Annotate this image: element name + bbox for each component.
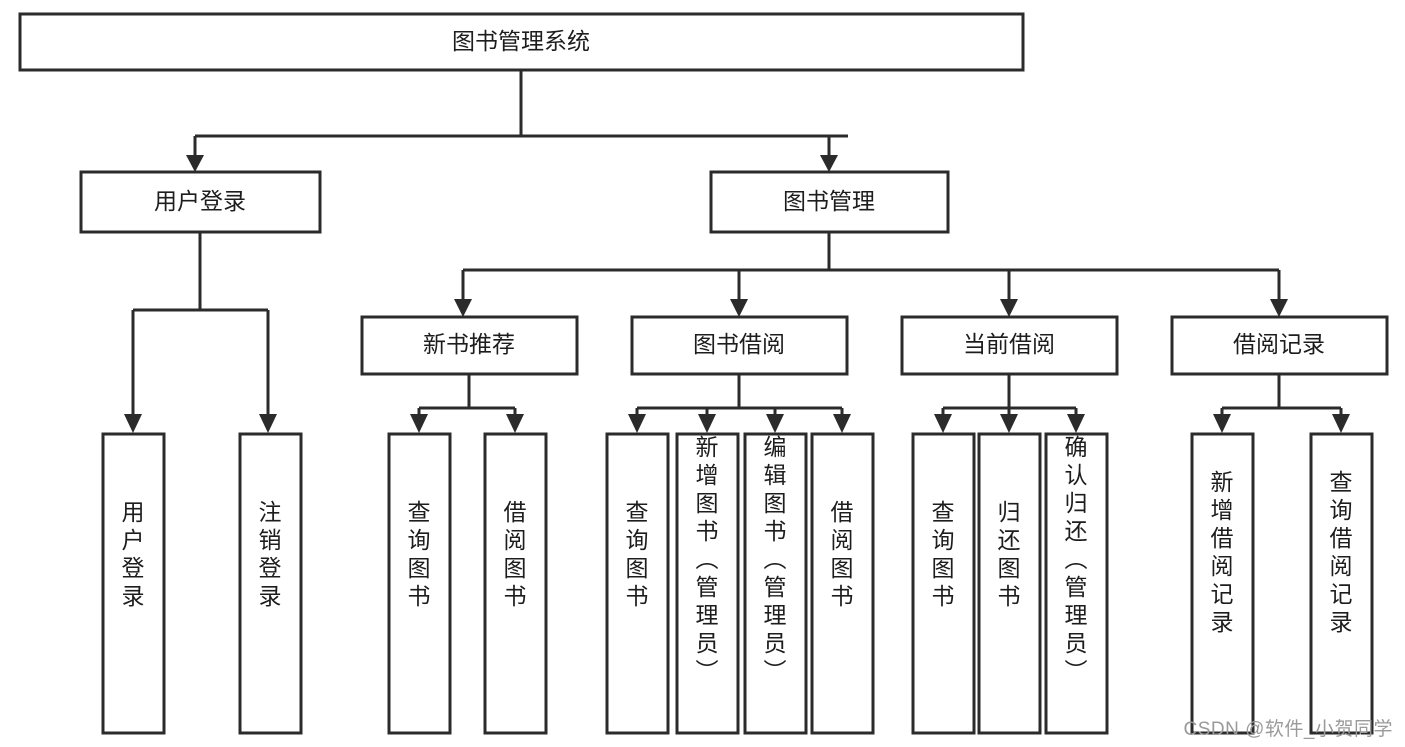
leaf-borrow-add-label: 新增图书︵管理员︶ [696,434,719,684]
csdn-watermark: CSDN @软件_小贺同学 [1183,719,1393,740]
edge-borrowrecord-to-leaves [1220,374,1343,415]
leaf-record-query-box[interactable] [1309,432,1374,735]
leaf-current-confirm-box[interactable] [1044,432,1109,735]
leaf-current-query-label: 查询图书 [932,499,955,609]
leaf-rec-borrow[interactable] [483,432,548,735]
arrowhead-leaf-current-query [934,414,952,433]
node-user-login[interactable]: 用户登录 [79,170,322,234]
leaf-current-confirm[interactable] [1044,432,1109,735]
arrowhead-leaf-user-login [124,414,142,433]
node-book-borrow-label: 图书借阅 [693,331,785,357]
arrowhead-new-book-rec [454,299,472,317]
edge-newbookrec-to-leaves [417,374,517,415]
leaf-rec-query[interactable] [387,432,452,735]
leaf-borrow-add-box[interactable] [675,432,740,735]
node-user-login-box[interactable] [79,170,322,234]
node-root-box[interactable] [18,12,1025,72]
arrowhead-leaf-current-return [1000,414,1018,433]
arrowhead-leaf-current-confirm [1067,414,1085,433]
leaf-current-query-box[interactable] [911,432,976,735]
leaf-current-return-label: 归还图书 [998,499,1021,609]
node-new-book-rec-box[interactable] [360,315,579,376]
node-new-book-rec-label: 新书推荐 [423,331,515,357]
leaf-borrow-query-label: 查询图书 [626,499,649,609]
arrowhead-current-borrow [1000,299,1018,317]
edge-userlogin-to-leaves [131,232,270,415]
leaf-user-logout-box[interactable] [238,432,303,735]
leaf-current-query[interactable] [911,432,976,735]
node-book-manage[interactable]: 图书管理 [709,170,950,234]
leaf-borrow-add[interactable] [675,432,740,735]
node-user-login-label: 用户登录 [154,188,246,214]
arrowhead-leaf-borrow-borrow [833,414,851,433]
arrowhead-leaf-record-add [1213,414,1231,433]
arrowhead-user-login [186,155,204,172]
node-borrow-record-box[interactable] [1170,315,1389,376]
arrowhead-leaf-borrow-edit [766,414,784,433]
node-book-manage-box[interactable] [709,170,950,234]
leaf-record-query[interactable] [1309,432,1374,735]
leaf-user-login-box[interactable] [101,432,166,735]
arrowhead-book-borrow [730,299,748,317]
edge-currentborrow-to-leaves [941,374,1078,415]
node-current-borrow-label: 当前借阅 [963,331,1055,357]
leaf-record-add-label: 新增借阅记录 [1211,469,1234,635]
leaf-user-logout[interactable] [238,432,303,735]
leaf-rec-borrow-box[interactable] [483,432,548,735]
connectors [124,70,1350,433]
leaf-borrow-edit-box[interactable] [743,432,808,735]
leaf-borrow-edit-label: 编辑图书︵管理员︶ [764,434,787,684]
leaf-borrow-borrow[interactable] [810,432,875,735]
leaf-record-add-box[interactable] [1190,432,1255,735]
node-book-manage-label: 图书管理 [783,188,875,214]
leaf-user-login-label: 用户登录 [122,499,145,609]
leaf-borrow-query-box[interactable] [605,432,670,735]
leaf-current-return[interactable] [977,432,1042,735]
node-new-book-rec[interactable]: 新书推荐 [360,315,579,376]
node-book-borrow[interactable]: 图书借阅 [630,315,849,376]
arrowhead-book-manage [820,155,838,172]
node-current-borrow[interactable]: 当前借阅 [900,315,1119,376]
leaf-user-login[interactable] [101,432,166,735]
leaf-user-logout-label: 注销登录 [259,499,282,609]
leaf-current-confirm-label: 确认归还︵管理员︶ [1065,434,1088,684]
arrowhead-leaf-user-logout [259,414,277,433]
leaf-labels: 用户登录 注销登录 查询图书 借阅图书 查询图书 新增图书︵管理员︶ 编辑图书︵… [122,434,1353,684]
arrowhead-leaf-rec-query [410,414,428,433]
arrowhead-leaf-rec-borrow [506,414,524,433]
leaf-record-query-label: 查询借阅记录 [1330,469,1353,635]
leaf-rec-query-box[interactable] [387,432,452,735]
leaf-borrow-edit[interactable] [743,432,808,735]
edge-bookborrow-to-leaves [635,374,844,415]
arrowhead-leaf-borrow-query [628,414,646,433]
leaf-borrow-query[interactable] [605,432,670,735]
leaf-record-add[interactable] [1190,432,1255,735]
arrowhead-borrow-record [1270,299,1288,317]
edge-root-to-level2 [193,70,848,156]
node-borrow-record-label: 借阅记录 [1233,331,1325,357]
node-root[interactable]: 图书管理系统 [18,12,1025,72]
arrowhead-leaf-record-query [1332,414,1350,433]
node-borrow-record[interactable]: 借阅记录 [1170,315,1389,376]
leaf-current-return-box[interactable] [977,432,1042,735]
node-current-borrow-box[interactable] [900,315,1119,376]
node-root-label: 图书管理系统 [452,28,590,54]
edge-bookmanage-to-level3 [461,232,1281,300]
leaf-borrow-borrow-box[interactable] [810,432,875,735]
leaf-rec-query-label: 查询图书 [408,499,431,609]
leaf-rec-borrow-label: 借阅图书 [504,499,527,609]
arrowhead-leaf-borrow-add [698,414,716,433]
leaf-borrow-borrow-label: 借阅图书 [831,499,854,609]
node-book-borrow-box[interactable] [630,315,849,376]
